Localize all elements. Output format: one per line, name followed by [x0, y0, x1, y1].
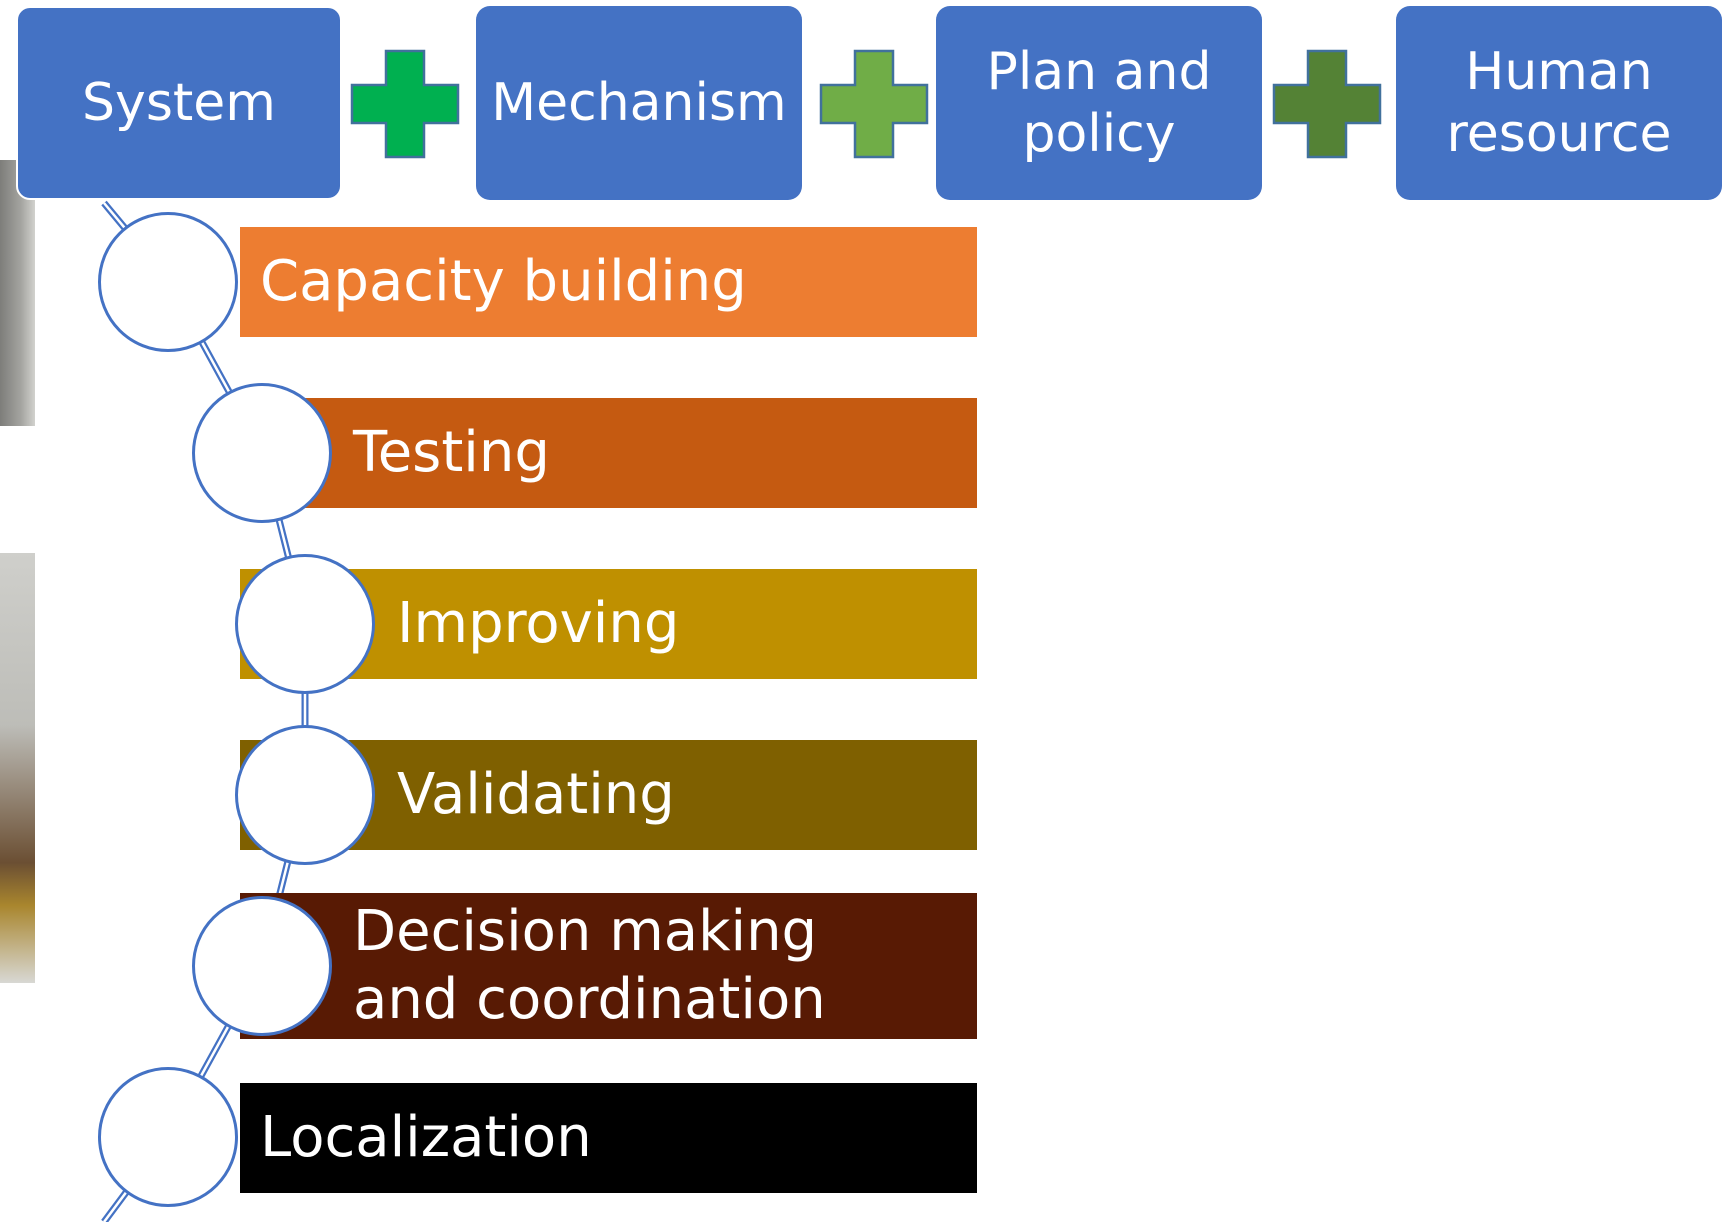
box-plan-and-policy-label: Plan and policy	[986, 42, 1212, 164]
box-human-resource-label: Human resource	[1446, 42, 1672, 164]
step-bar-testing: Testing	[240, 398, 977, 508]
step-circle	[98, 1067, 238, 1207]
step-label: Localization	[260, 1105, 592, 1170]
box-plan-and-policy: Plan and policy	[936, 6, 1262, 200]
plus-icon	[1272, 49, 1382, 159]
plus-icon	[819, 49, 929, 159]
step-label: Testing	[353, 420, 550, 485]
step-label: Validating	[397, 762, 675, 827]
step-label: Improving	[397, 591, 680, 656]
box-human-resource: Human resource	[1396, 6, 1722, 200]
step-bar-decision-making: Decision making and coordination	[240, 893, 977, 1039]
box-system-label: System	[82, 73, 276, 133]
step-circle	[192, 896, 332, 1036]
plus-shape	[819, 49, 929, 159]
photo-fragment-bottom	[0, 553, 35, 983]
step-circle	[235, 725, 375, 865]
box-mechanism-label: Mechanism	[491, 73, 787, 133]
plus-shape	[1272, 49, 1382, 159]
step-bar-localization: Localization	[240, 1083, 977, 1193]
photo-fragment-top	[0, 160, 35, 426]
step-circle	[235, 554, 375, 694]
step-label: Capacity building	[260, 249, 747, 314]
step-circle	[192, 383, 332, 523]
step-circle	[98, 212, 238, 352]
step-label: Decision making and coordination	[353, 899, 826, 1032]
box-mechanism: Mechanism	[476, 6, 802, 200]
plus-shape	[350, 49, 460, 159]
step-bar-capacity-building: Capacity building	[240, 227, 977, 337]
box-system: System	[16, 6, 342, 200]
plus-icon	[350, 49, 460, 159]
